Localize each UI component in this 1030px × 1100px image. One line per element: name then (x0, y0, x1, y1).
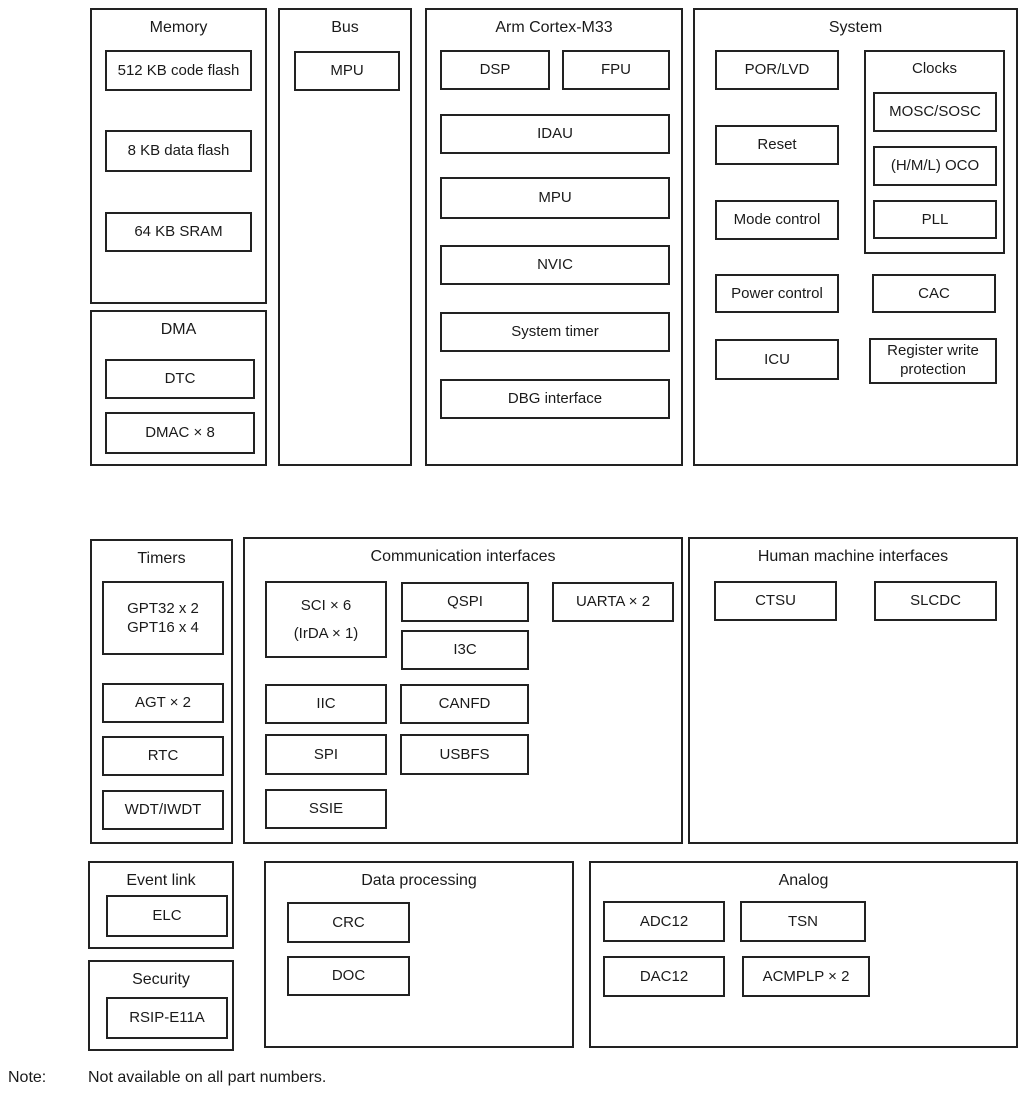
block-hml-oco: (H/M/L) OCO (873, 146, 997, 186)
gpt-line2: GPT16 x 4 (127, 619, 199, 636)
block-adc12: ADC12 (603, 901, 725, 942)
note-label: Note: (8, 1069, 47, 1086)
group-memory: Memory 512 KB code flash 8 KB data flash… (90, 8, 267, 304)
dma-title: DMA (160, 321, 197, 338)
block-reset: Reset (715, 125, 839, 165)
block-sram: 64 KB SRAM (105, 212, 252, 252)
group-system: System POR/LVD Reset Mode control Power … (693, 8, 1018, 466)
note: Note: Not available on all part numbers. (8, 1069, 326, 1087)
group-bus: Bus MPU (278, 8, 412, 466)
group-dma: DMA DTC DMAC × 8 (90, 310, 267, 466)
block-bus-mpu: MPU (294, 51, 400, 91)
block-iic: IIC (265, 684, 387, 724)
block-spi: SPI (265, 734, 387, 775)
subgroup-clocks: Clocks MOSC/SOSC (H/M/L) OCO PLL (864, 50, 1005, 254)
group-data-processing: Data processing CRC DOC (264, 861, 574, 1048)
block-code-flash: 512 KB code flash (105, 50, 252, 91)
gpt-line1: GPT32 x 2 (127, 599, 199, 617)
block-tsn: TSN (740, 901, 866, 942)
block-qspi: QSPI (401, 582, 529, 622)
block-sci: SCI × 6 (IrDA × 1) (265, 581, 387, 658)
block-register-write-protection: Register write protection (869, 338, 997, 384)
sci-line1: SCI × 6 (300, 596, 352, 614)
block-dmac: DMAC × 8 (105, 412, 255, 454)
communication-title: Communication interfaces (370, 548, 556, 565)
block-crc: CRC (287, 902, 410, 943)
group-communication-interfaces: Communication interfaces SCI × 6 (IrDA ×… (243, 537, 683, 844)
block-ctsu: CTSU (714, 581, 837, 621)
block-canfd: CANFD (400, 684, 529, 724)
block-elc: ELC (106, 895, 228, 937)
block-power-control: Power control (715, 274, 839, 313)
block-uarta: UARTA × 2 (552, 582, 674, 622)
block-wdt-iwdt: WDT/IWDT (102, 790, 224, 830)
block-ssie: SSIE (265, 789, 387, 829)
block-data-flash: 8 KB data flash (105, 130, 252, 172)
analog-title: Analog (778, 872, 829, 889)
block-dbg-interface: DBG interface (440, 379, 670, 419)
block-fpu: FPU (562, 50, 670, 90)
block-system-timer: System timer (440, 312, 670, 352)
block-doc: DOC (287, 956, 410, 996)
block-nvic: NVIC (440, 245, 670, 285)
block-dac12: DAC12 (603, 956, 725, 997)
sci-line2: (IrDA × 1) (293, 625, 359, 642)
block-cortex-mpu: MPU (440, 177, 670, 219)
block-icu: ICU (715, 339, 839, 380)
timers-title: Timers (137, 550, 186, 567)
data-processing-title: Data processing (361, 872, 477, 889)
block-slcdc: SLCDC (874, 581, 997, 621)
block-mosc-sosc: MOSC/SOSC (873, 92, 997, 132)
group-security: Security RSIP-E11A (88, 960, 234, 1051)
cortex-title: Arm Cortex-M33 (495, 19, 613, 36)
group-hmi: Human machine interfaces CTSU SLCDC (688, 537, 1018, 844)
block-usbfs: USBFS (400, 734, 529, 775)
block-pll: PLL (873, 200, 997, 239)
group-analog: Analog ADC12 TSN DAC12 ACMPLP × 2 (589, 861, 1018, 1048)
block-gpt: GPT32 x 2 GPT16 x 4 (102, 581, 224, 655)
block-idau: IDAU (440, 114, 670, 154)
block-cac: CAC (872, 274, 996, 313)
block-por-lvd: POR/LVD (715, 50, 839, 90)
security-title: Security (132, 971, 190, 988)
note-text: Not available on all part numbers. (88, 1069, 327, 1086)
block-agt: AGT × 2 (102, 683, 224, 723)
event-link-title: Event link (126, 872, 196, 889)
bus-title: Bus (331, 19, 359, 36)
system-title: System (828, 19, 883, 36)
group-timers: Timers GPT32 x 2 GPT16 x 4 AGT × 2 RTC W… (90, 539, 233, 844)
group-cortex: Arm Cortex-M33 DSP FPU IDAU MPU NVIC Sys… (425, 8, 683, 466)
block-i3c: I3C (401, 630, 529, 670)
hmi-title: Human machine interfaces (757, 548, 949, 565)
clocks-title: Clocks (911, 60, 957, 77)
block-mode-control: Mode control (715, 200, 839, 240)
block-rtc: RTC (102, 736, 224, 776)
block-acmplp: ACMPLP × 2 (742, 956, 870, 997)
block-dsp: DSP (440, 50, 550, 90)
memory-title: Memory (149, 19, 208, 36)
group-event-link: Event link ELC (88, 861, 234, 949)
block-dtc: DTC (105, 359, 255, 399)
block-rsip-e11a: RSIP-E11A (106, 997, 228, 1039)
